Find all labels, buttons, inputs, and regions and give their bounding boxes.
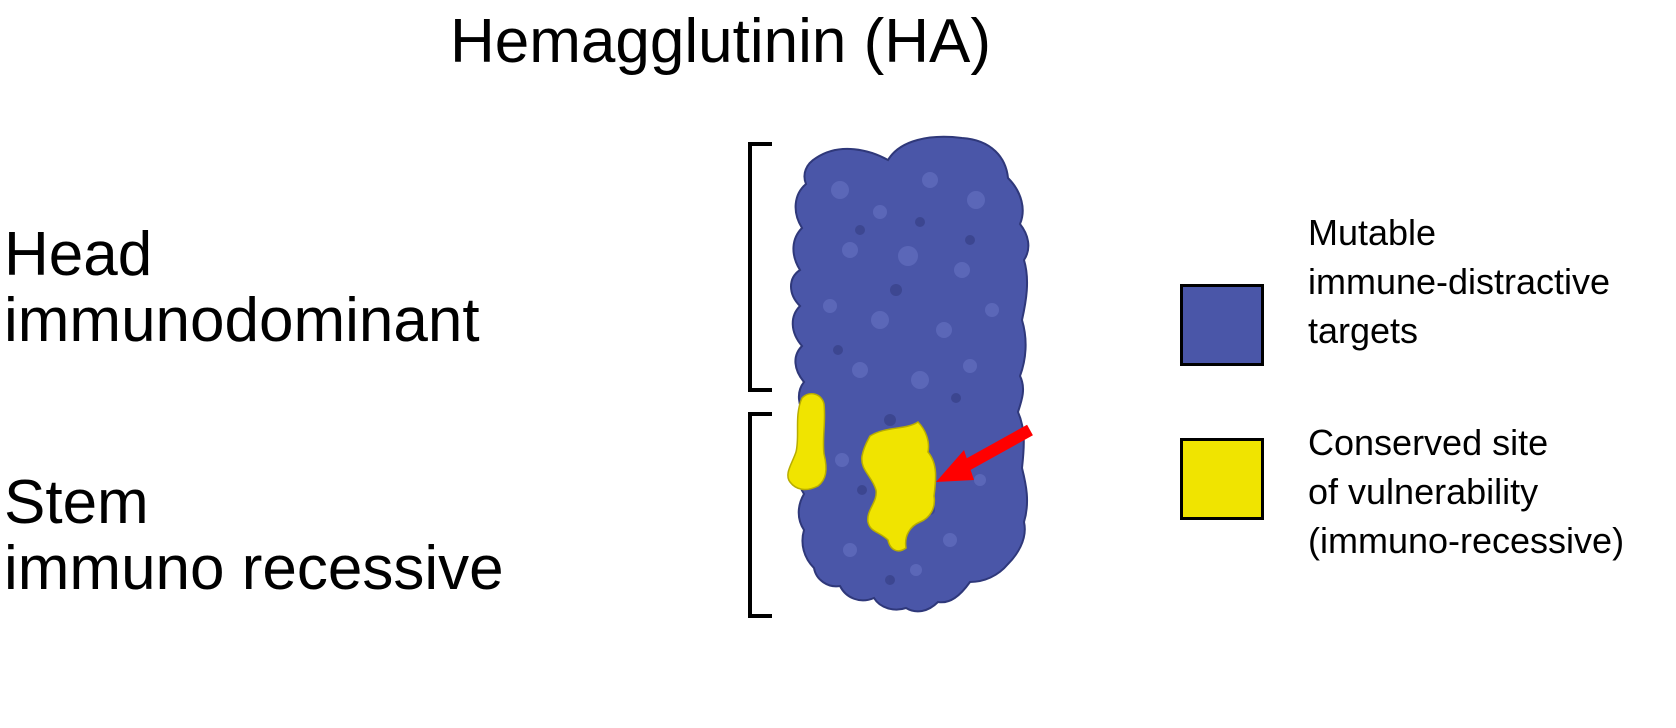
stem-region-label: Stem immuno recessive xyxy=(4,470,504,602)
legend-mutable-line3: targets xyxy=(1308,310,1419,351)
conserved-site-left xyxy=(787,393,827,491)
red-arrow-icon xyxy=(936,424,1033,482)
hemagglutinin-structure xyxy=(748,135,1033,618)
head-region-label: Head immunodominant xyxy=(4,222,480,354)
protein-surface xyxy=(790,135,1030,613)
stem-label-line2: immuno recessive xyxy=(4,534,504,603)
legend-swatch-mutable xyxy=(1180,284,1264,366)
legend-mutable-line1: Mutable xyxy=(1308,212,1437,253)
legend-swatch-conserved xyxy=(1180,438,1264,520)
head-label-line1: Head xyxy=(4,220,153,289)
stem-bracket xyxy=(748,412,772,618)
surface-texture xyxy=(823,172,999,576)
legend-conserved-line1: Conserved site xyxy=(1308,422,1549,463)
conserved-site-center xyxy=(861,421,937,552)
legend-text-conserved: Conserved site of vulnerability (immuno-… xyxy=(1308,418,1624,565)
head-bracket xyxy=(748,142,772,392)
legend-mutable-line2: immune-distractive xyxy=(1308,261,1611,302)
legend-conserved-line3: (immuno-recessive) xyxy=(1308,520,1625,561)
figure-title: Hemagglutinin (HA) xyxy=(450,7,991,76)
stem-label-line1: Stem xyxy=(4,468,149,537)
legend-conserved-line2: of vulnerability xyxy=(1308,471,1539,512)
head-label-line2: immunodominant xyxy=(4,286,480,355)
legend-text-mutable: Mutable immune-distractive targets xyxy=(1308,208,1610,355)
